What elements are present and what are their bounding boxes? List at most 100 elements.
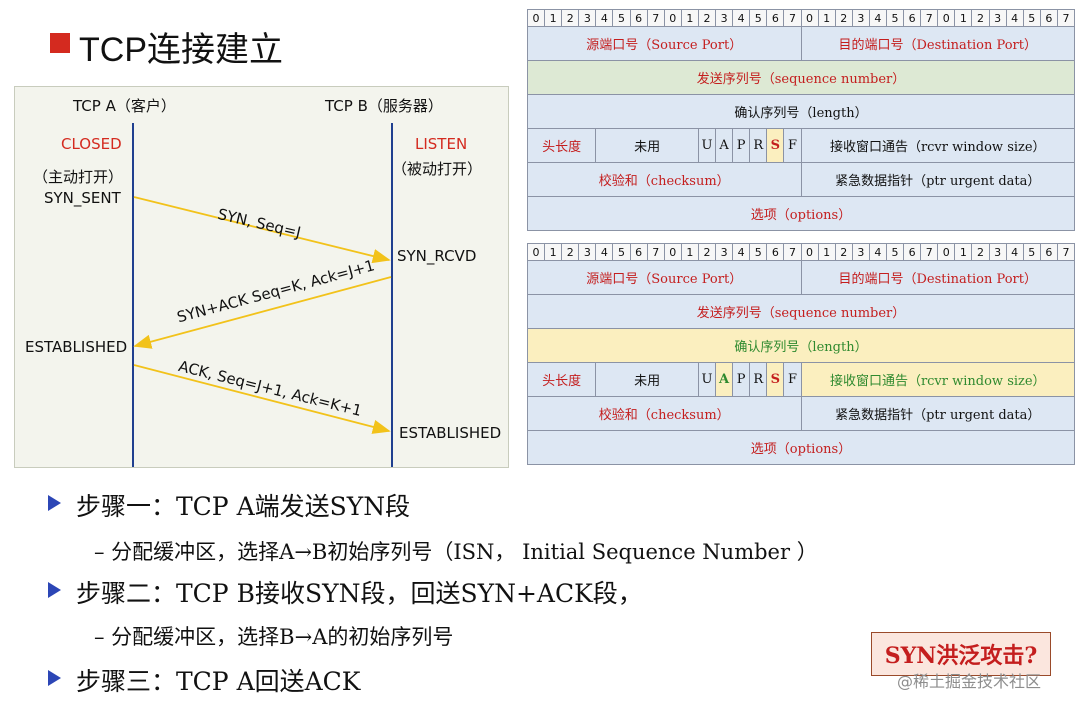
bit-cell: 1 <box>680 243 699 261</box>
bit-cell: 0 <box>663 243 682 261</box>
page-title: TCP连接建立 <box>79 31 283 69</box>
bit-cell: 7 <box>783 9 802 27</box>
bit-cell: 2 <box>971 9 990 27</box>
ack-arrow <box>133 364 391 434</box>
flag-urg: U <box>697 128 717 163</box>
title-square-icon <box>50 33 70 53</box>
handshake-svg <box>132 123 393 467</box>
bullet-step-3: 步骤三：TCP A回送ACK <box>76 667 361 696</box>
ack-number-field: 确认序列号（length） <box>527 328 1075 363</box>
flag-ack: A <box>715 128 734 163</box>
flag-fin: F <box>783 128 802 163</box>
sequence-number-field: 发送序列号（sequence number） <box>527 60 1075 95</box>
bit-cell: 3 <box>578 243 597 261</box>
bit-cell: 5 <box>749 9 768 27</box>
bit-cell: 7 <box>783 243 802 261</box>
dest-port-field: 目的端口号（Destination Port） <box>800 260 1075 295</box>
bit-cell: 5 <box>749 243 768 261</box>
bit-cell: 5 <box>1022 9 1041 27</box>
bit-cell: 3 <box>715 243 734 261</box>
bit-cell: 1 <box>954 9 973 27</box>
watermark: @稀土掘金技术社区 <box>897 672 1042 691</box>
bit-cell: 4 <box>595 9 614 27</box>
sequence-number-field: 发送序列号（sequence number） <box>527 294 1075 329</box>
flag-psh: P <box>732 128 751 163</box>
bit-cell: 6 <box>766 9 785 27</box>
syn-flood-callout: SYN洪泛攻击? <box>871 632 1051 676</box>
bit-cell: 4 <box>1005 243 1024 261</box>
sub-bullet-1: – 分配缓冲区，选择A→B初始序列号（ISN， Initial Sequence… <box>94 540 818 564</box>
bullet-arrow-icon <box>48 495 61 511</box>
flag-psh: P <box>732 362 751 397</box>
bit-cell: 7 <box>1056 243 1076 261</box>
unused-field: 未用 <box>595 362 699 397</box>
sub-bullet-2: – 分配缓冲区，选择B→A的初始序列号 <box>94 625 454 649</box>
bit-cell: 3 <box>578 9 597 27</box>
bit-cell: 2 <box>971 243 990 261</box>
flag-syn: S <box>766 128 785 163</box>
bit-cell: 7 <box>920 9 939 27</box>
bit-cell: 7 <box>1056 9 1076 27</box>
bit-cell: 5 <box>612 9 631 27</box>
b-state-syn-rcvd: SYN_RCVD <box>397 247 477 265</box>
bit-cell: 0 <box>937 9 956 27</box>
flag-urg: U <box>697 362 717 397</box>
bit-cell: 6 <box>629 9 648 27</box>
tcp-header-table-synack: 0 1 2 3 4 5 6 7 0 1 2 3 4 5 6 7 0 1 2 3 … <box>526 243 1076 465</box>
unused-field: 未用 <box>595 128 699 163</box>
bit-cell: 2 <box>834 243 853 261</box>
bit-cell: 5 <box>1022 243 1041 261</box>
checksum-field: 校验和（checksum） <box>527 396 802 431</box>
bullet-arrow-icon <box>48 670 61 686</box>
bit-cell: 0 <box>937 243 956 261</box>
bit-cell: 4 <box>868 243 887 261</box>
bullet-step-2: 步骤二：TCP B接收SYN段，回送SYN+ACK段， <box>76 579 643 608</box>
bit-cell: 4 <box>732 243 751 261</box>
a-state-syn-sent: SYN_SENT <box>44 189 121 207</box>
header-length-field: 头长度 <box>526 128 597 163</box>
bit-cell: 2 <box>697 243 717 261</box>
bit-cell: 6 <box>903 9 922 27</box>
syn-arrow <box>133 196 391 264</box>
bit-ruler-row: 0 1 2 3 4 5 6 7 0 1 2 3 4 5 6 7 0 1 2 3 … <box>526 9 1076 27</box>
bit-cell: 4 <box>1005 9 1024 27</box>
bit-cell: 0 <box>800 9 819 27</box>
bullet-step-1: 步骤一：TCP A端发送SYN段 <box>76 492 411 521</box>
bit-cell: 6 <box>1039 243 1058 261</box>
b-passive-open: （被动打开） <box>392 160 483 178</box>
bit-cell: 7 <box>920 243 939 261</box>
flag-rst: R <box>749 362 768 397</box>
source-port-field: 源端口号（Source Port） <box>527 260 802 295</box>
tcp-header-table-syn: 0 1 2 3 4 5 6 7 0 1 2 3 4 5 6 7 0 1 2 3 … <box>526 9 1076 231</box>
flag-syn: S <box>766 362 785 397</box>
syn-ack-arrow <box>133 276 392 349</box>
bit-cell: 5 <box>885 9 905 27</box>
bit-cell: 2 <box>561 243 580 261</box>
flag-ack: A <box>715 362 734 397</box>
bit-cell: 6 <box>766 243 785 261</box>
checksum-field: 校验和（checksum） <box>527 162 802 197</box>
bit-cell: 0 <box>526 9 546 27</box>
flag-rst: R <box>749 128 768 163</box>
a-state-closed: CLOSED <box>61 135 122 153</box>
b-state-established: ESTABLISHED <box>399 424 502 442</box>
options-field: 选项（options） <box>527 430 1075 465</box>
handshake-diagram: TCP A（客户） TCP B（服务器） CLOSED （主动打开） SYN_S… <box>14 86 509 468</box>
bullet-arrow-icon <box>48 582 61 598</box>
bit-cell: 0 <box>800 243 819 261</box>
bit-cell: 1 <box>817 243 836 261</box>
a-state-established: ESTABLISHED <box>25 338 128 356</box>
bit-cell: 6 <box>629 243 648 261</box>
bit-cell: 1 <box>954 243 973 261</box>
dest-port-field: 目的端口号（Destination Port） <box>800 26 1075 61</box>
a-active-open: （主动打开） <box>33 168 124 186</box>
bit-cell: 3 <box>988 243 1007 261</box>
bit-cell: 3 <box>851 243 870 261</box>
source-port-field: 源端口号（Source Port） <box>527 26 802 61</box>
urgent-pointer-field: 紧急数据指针（ptr urgent data） <box>800 396 1075 431</box>
bit-cell: 6 <box>903 243 922 261</box>
bit-cell: 1 <box>544 243 563 261</box>
bit-cell: 0 <box>663 9 682 27</box>
bit-cell: 3 <box>715 9 734 27</box>
bit-cell: 4 <box>732 9 751 27</box>
